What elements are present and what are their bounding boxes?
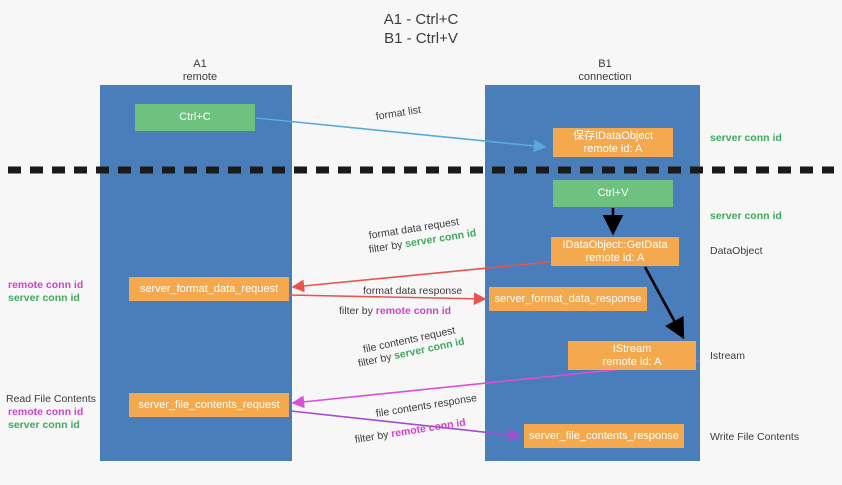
box-server-file-contents-request-label: server_file_contents_request	[138, 398, 280, 411]
filter-prefix: filter by	[354, 428, 393, 446]
title-line-1: A1 - Ctrl+C	[383, 11, 459, 28]
right-server-conn-id-top-text: server conn id	[710, 132, 782, 144]
edge-label-file-contents-response-text: file contents response	[375, 392, 478, 420]
column-header-a1: A1 remote	[140, 58, 260, 84]
box-idataobject[interactable]: 保存IDataObject remote id: A	[553, 128, 673, 157]
column-header-b1: B1 connection	[540, 58, 670, 84]
left-annotation-read-file-contents: Read File Contents remote conn id server…	[6, 393, 96, 432]
filter-value-remote-conn-id: remote conn id	[390, 416, 467, 441]
edge-label-format-list-text: format list	[375, 103, 422, 123]
right-write-file-contents-text: Write File Contents	[710, 431, 800, 443]
right-write-file-contents-label: Write File Contents	[710, 431, 799, 444]
box-idataobject-getdata[interactable]: IDataObject::GetData remote id: A	[551, 237, 679, 266]
box-ctrl-v-label: Ctrl+V	[597, 187, 629, 199]
left-annotation-format: remote conn id server conn id	[8, 279, 83, 305]
box-server-file-contents-response[interactable]: server_file_contents_response	[524, 424, 684, 448]
box-idataobject-line1: 保存IDataObject	[572, 129, 654, 142]
box-ctrl-c[interactable]: Ctrl+C	[135, 104, 255, 131]
box-ctrl-v[interactable]: Ctrl+V	[553, 180, 673, 207]
box-istream[interactable]: IStream remote id: A	[568, 341, 696, 370]
box-ctrl-c-label: Ctrl+C	[179, 111, 211, 123]
right-dataobject-label: DataObject	[710, 245, 763, 258]
box-istream-line2: remote id: A	[602, 355, 662, 368]
right-server-conn-id-top: server conn id	[710, 132, 782, 145]
left2-server-conn-id: server conn id	[8, 419, 80, 431]
right-istream-label: Istream	[710, 350, 745, 363]
box-server-file-contents-response-label: server_file_contents_response	[529, 429, 679, 442]
edge-label-format-list: format list	[375, 104, 422, 124]
box-getdata-line2: remote id: A	[585, 251, 645, 264]
right-dataobject-text: DataObject	[710, 245, 763, 257]
dashed-separator	[8, 166, 834, 174]
filter-value-remote-conn-id: remote conn id	[375, 305, 452, 317]
edge-label-file-contents-response-filter: filter by remote conn id	[354, 416, 467, 446]
column-header-a1-name: A1	[193, 58, 207, 70]
box-server-file-contents-request[interactable]: server_file_contents_request	[129, 393, 289, 417]
filter-prefix: filter by	[339, 305, 376, 317]
box-server-format-data-request-label: server_format_data_request	[139, 282, 279, 295]
box-server-format-data-response-label: server_format_data_response	[494, 292, 642, 305]
right-server-conn-id-mid-text: server conn id	[710, 210, 782, 222]
edge-label-format-data-response: format data response	[363, 285, 462, 298]
box-getdata-line1: IDataObject::GetData	[562, 238, 668, 251]
box-server-format-data-request[interactable]: server_format_data_request	[129, 277, 289, 301]
box-idataobject-line2: remote id: A	[583, 142, 643, 155]
title-line-2: B1 - Ctrl+V	[384, 30, 458, 47]
box-istream-line1: IStream	[612, 342, 652, 355]
left-remote-conn-id: remote conn id	[8, 279, 84, 291]
left2-remote-conn-id: remote conn id	[8, 406, 84, 418]
read-file-contents-label: Read File Contents	[6, 393, 96, 405]
left-server-conn-id: server conn id	[8, 292, 80, 304]
edge-label-format-data-response-filter: filter by remote conn id	[339, 305, 451, 318]
page-title: A1 - Ctrl+C B1 - Ctrl+V	[0, 10, 842, 48]
column-header-a1-sub: remote	[182, 71, 218, 83]
edge-label-format-data-response-text: format data response	[363, 285, 463, 297]
right-server-conn-id-mid: server conn id	[710, 210, 782, 223]
filter-prefix: filter by	[357, 350, 396, 370]
right-istream-text: Istream	[710, 350, 746, 362]
column-header-b1-sub: connection	[578, 71, 632, 83]
column-header-b1-name: B1	[598, 58, 612, 70]
box-server-format-data-response[interactable]: server_format_data_response	[489, 287, 647, 311]
